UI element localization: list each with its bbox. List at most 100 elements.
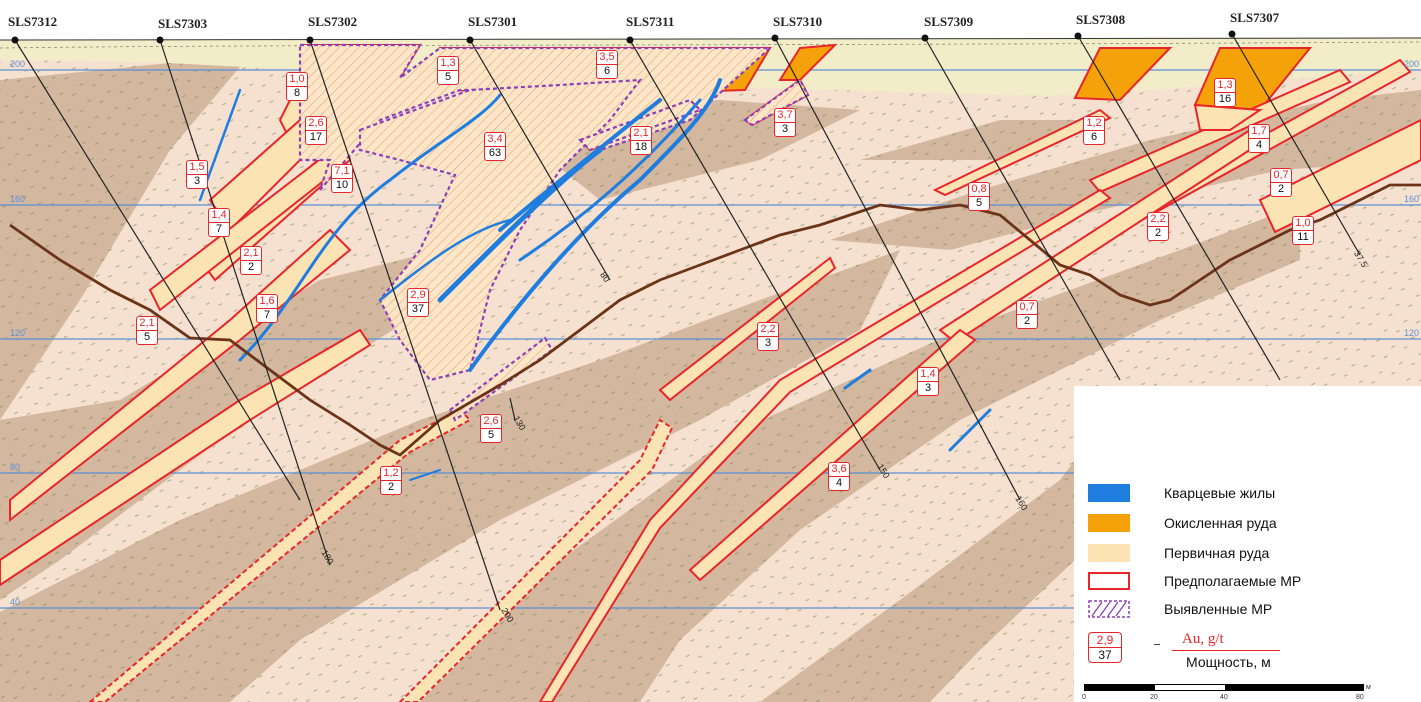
intercept-grade: 1,6 [256, 294, 278, 308]
intercept-thickness: 3 [917, 381, 939, 396]
scale-unit: м [1366, 684, 1371, 691]
elevation-label: 160 [10, 194, 26, 204]
drillhole-label: SLS7303 [158, 16, 208, 31]
intercept-grade: 1,3 [1214, 78, 1236, 92]
intercept-thickness: 37 [407, 302, 429, 317]
intercept-thickness: 16 [1214, 92, 1236, 107]
intercept-grade: 3,7 [774, 108, 796, 122]
elevation-label: 80 [10, 462, 21, 472]
drillhole-label: SLS7307 [1230, 10, 1280, 25]
legend-item: Окисленная руда [1088, 514, 1277, 532]
intercept-grade: 0,8 [968, 182, 990, 196]
legend-key-thickness: 37 [1088, 647, 1122, 663]
intercept-thickness: 2 [240, 260, 262, 275]
elevation-label: 160 [1404, 194, 1420, 204]
intercept-grade: 1,0 [1292, 216, 1314, 230]
drillhole-label: SLS7301 [468, 14, 518, 29]
scale-tick: 0 [1082, 694, 1086, 701]
drillhole-label: SLS7312 [8, 14, 58, 29]
scale-tick: 20 [1150, 694, 1158, 701]
intercept-grade: 1,5 [186, 160, 208, 174]
elevation-label: 120 [1404, 328, 1420, 338]
intercept-thickness: 2 [1147, 226, 1169, 241]
intercept-grade: 3,5 [596, 50, 618, 64]
intercept-grade: 1,4 [917, 367, 939, 381]
intercept-grade: 1,2 [380, 466, 402, 480]
collar-points [11, 30, 1236, 44]
legend-badge-key: 2,9 37 [1088, 632, 1122, 663]
quartz-veins [198, 78, 992, 481]
intercept-thickness: 63 [484, 146, 506, 161]
primary-ore-swatch [1088, 544, 1130, 562]
legend-item: Выявленные МР [1088, 600, 1272, 618]
intercept-grade: 1,4 [208, 208, 230, 222]
intercept-thickness: 3 [186, 174, 208, 189]
intercept-grade: 2,1 [240, 246, 262, 260]
legend-item: Предполагаемые МР [1088, 572, 1301, 590]
intercept-thickness: 8 [286, 86, 308, 101]
intercept-thickness: 5 [968, 196, 990, 211]
intercept-grade: 1,0 [286, 72, 308, 86]
drillhole-label: SLS7302 [308, 14, 358, 29]
drillhole-label: SLS7309 [924, 14, 974, 29]
intercept-thickness: 4 [828, 476, 850, 491]
intercept-grade: 0,7 [1270, 168, 1292, 182]
intercept-thickness: 18 [630, 140, 652, 155]
drillhole-label: SLS7310 [773, 14, 823, 29]
intercept-thickness: 10 [331, 178, 353, 193]
intercept-grade: 1,7 [1248, 124, 1270, 138]
legend-dash [1154, 644, 1160, 645]
intercept-thickness: 5 [437, 70, 459, 85]
intercept-grade: 1,2 [1083, 116, 1105, 130]
intercept-thickness: 11 [1292, 230, 1314, 245]
legend-label: Окисленная руда [1164, 515, 1277, 531]
quartz-vein-swatch [1088, 484, 1130, 502]
elevation-label: 200 [10, 59, 26, 69]
legend-key-grade: 2,9 [1088, 632, 1122, 647]
intercept-thickness: 7 [208, 222, 230, 237]
intercept-grade: 2,1 [630, 126, 652, 140]
intercept-grade: 3,4 [484, 132, 506, 146]
intercept-grade: 2,2 [757, 322, 779, 336]
intercept-thickness: 3 [757, 336, 779, 351]
intercept-grade: 2,6 [480, 414, 502, 428]
intercept-thickness: 7 [256, 308, 278, 323]
legend-item: Первичная руда [1088, 544, 1269, 562]
intercept-thickness: 5 [136, 330, 158, 345]
intercept-grade: 7,1 [331, 164, 353, 178]
scale-bar [1084, 684, 1364, 691]
identified-resource-swatch [1088, 600, 1130, 618]
intercept-grade: 1,3 [437, 56, 459, 70]
intercept-thickness: 4 [1248, 138, 1270, 153]
intercept-grade: 0,7 [1016, 300, 1038, 314]
intercept-thickness: 3 [774, 122, 796, 137]
legend-label: Кварцевые жилы [1164, 485, 1276, 501]
legend-panel: Кварцевые жилы Окисленная руда Первичная… [1074, 386, 1421, 702]
intercept-grade: 2,1 [136, 316, 158, 330]
drillhole-label: SLS7311 [626, 14, 675, 29]
legend-label: Выявленные МР [1164, 601, 1273, 617]
inferred-resource-swatch [1088, 572, 1130, 590]
